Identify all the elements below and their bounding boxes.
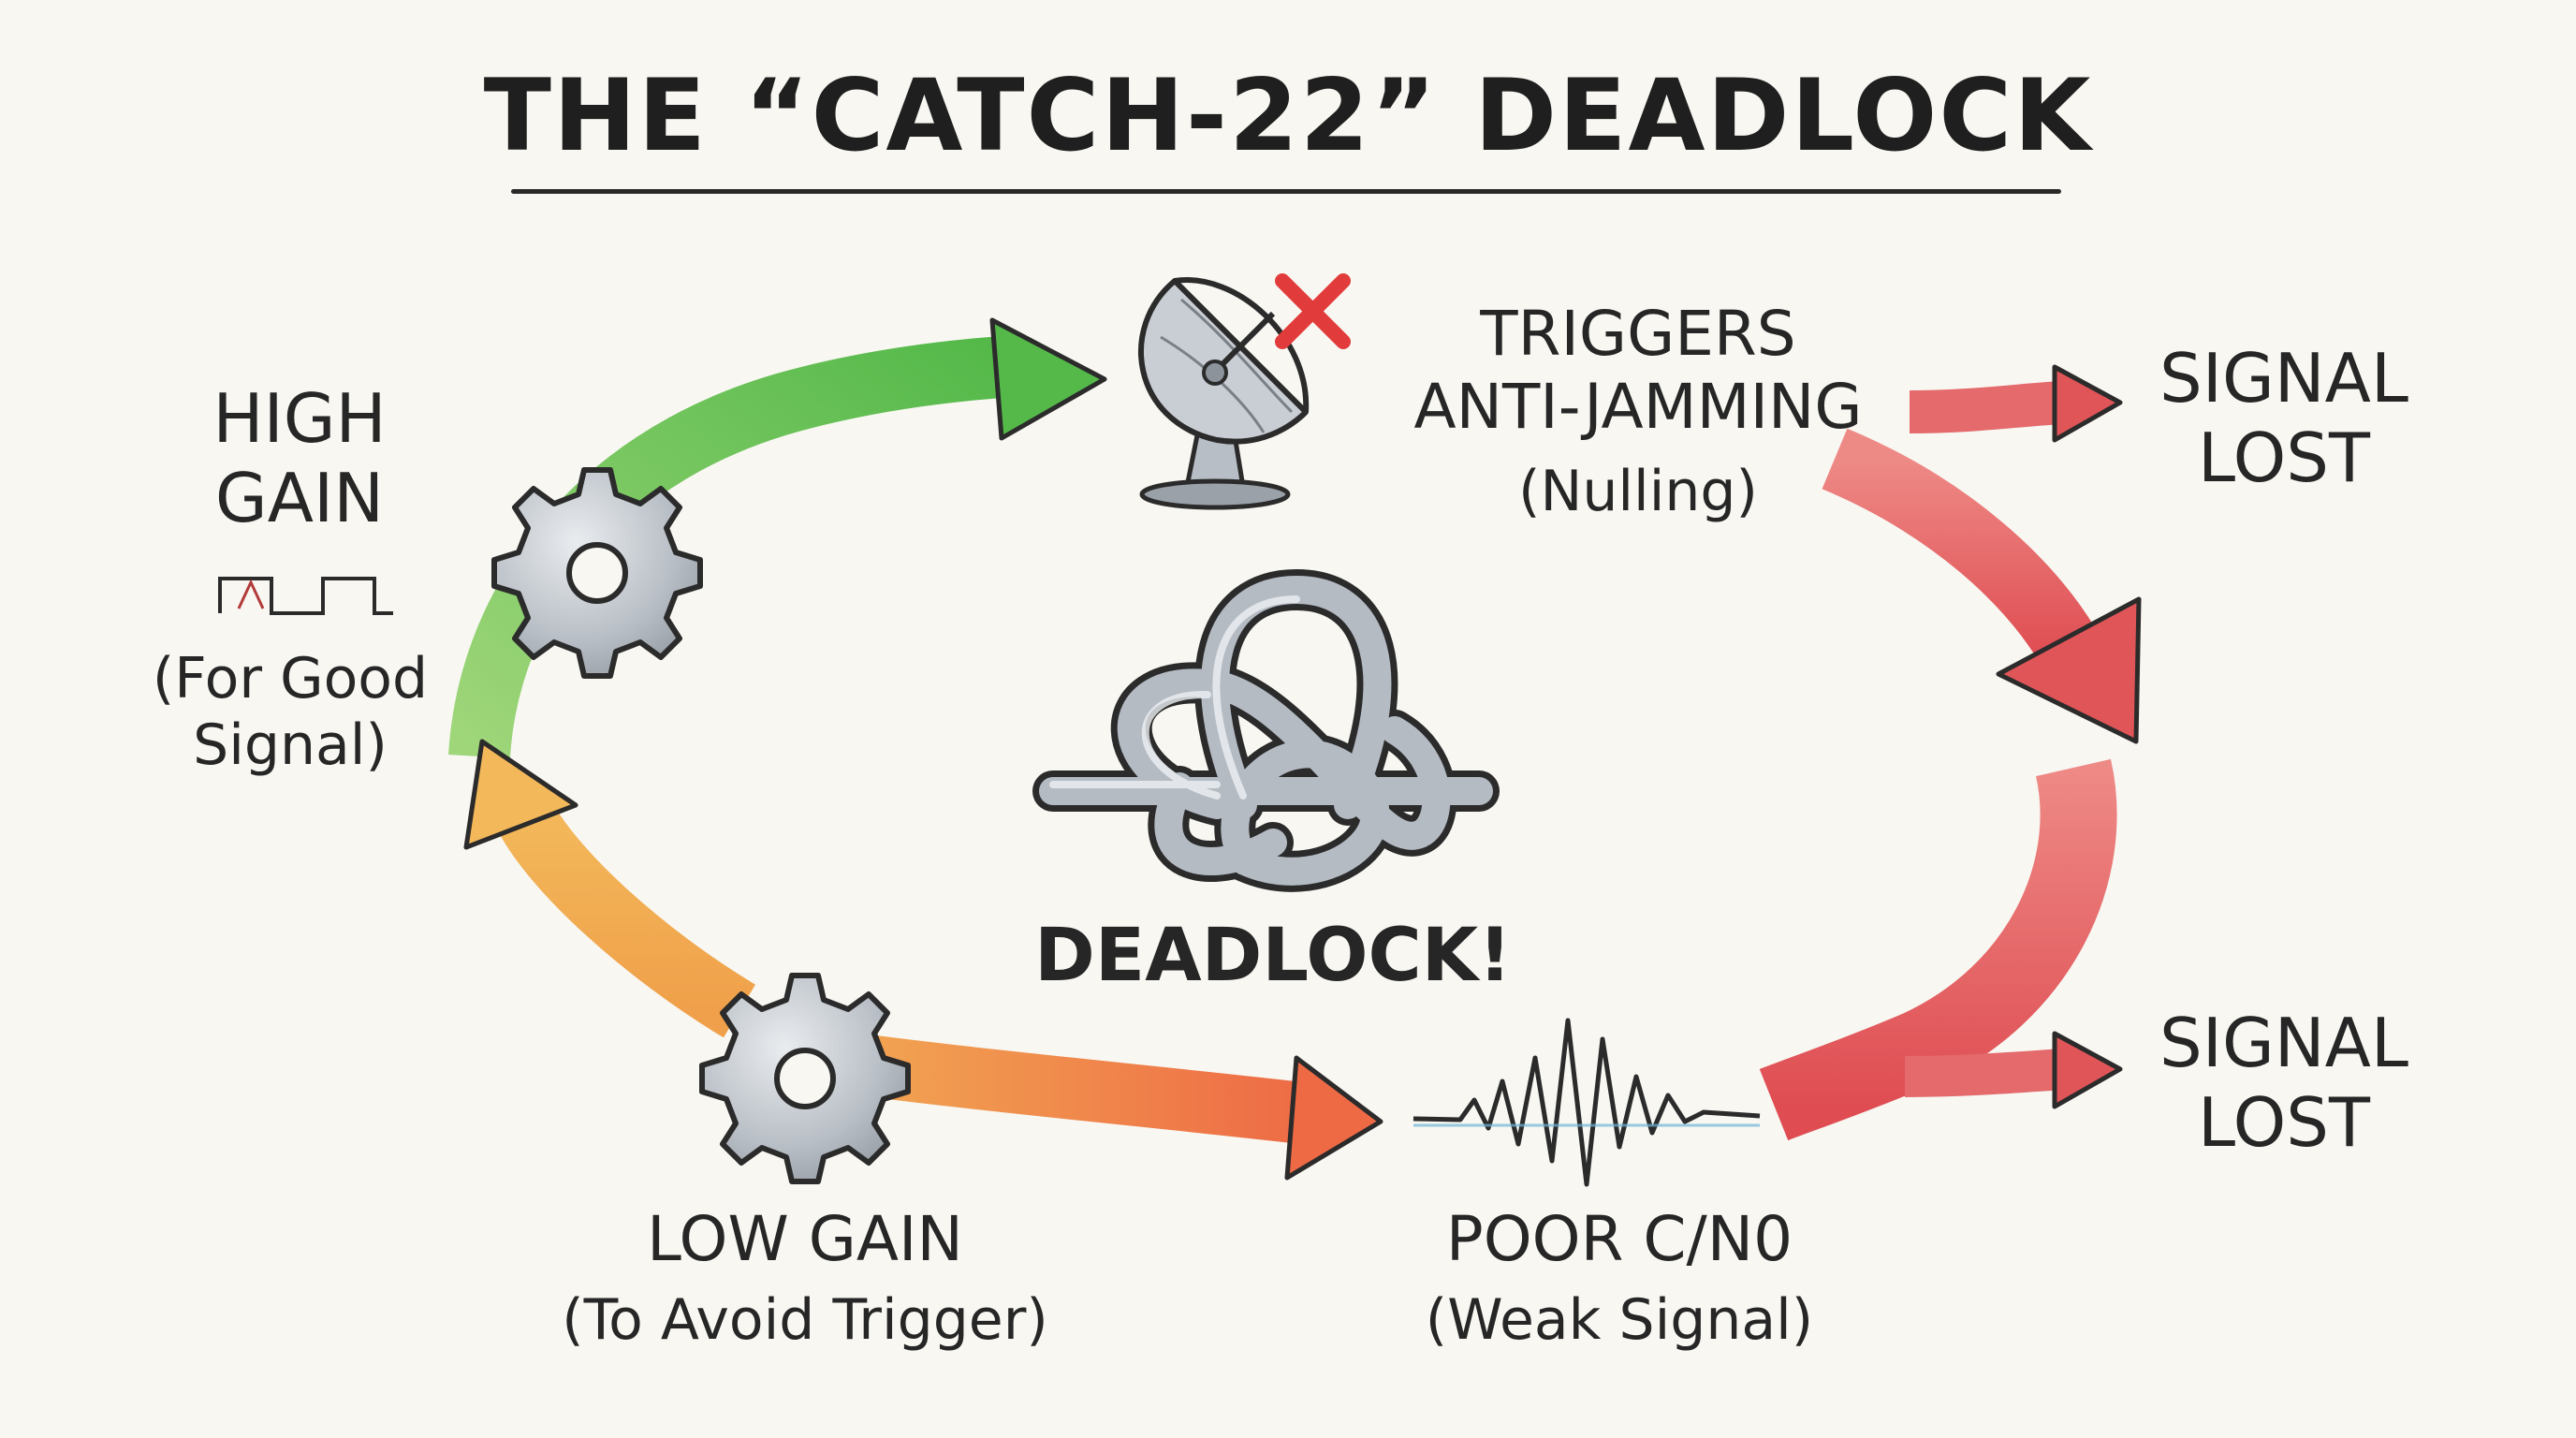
square-wave-icon (218, 577, 393, 615)
arrow-trigger-to-deadlock-loop (1759, 428, 2142, 1141)
tangled-knot-icon (1032, 568, 1500, 892)
triggers-anti-jamming-label: TRIGGERS ANTI-JAMMING (1413, 298, 1863, 443)
high-gain-note: (For Good Signal) (152, 646, 429, 778)
gear-icon (491, 467, 703, 679)
arrow-trigger-to-signal-lost-top (1909, 364, 2123, 443)
signal-lost-top-label: SIGNAL LOST (2159, 339, 2408, 497)
arrow-poor-cn0-to-signal-lost-bottom (1904, 1031, 2123, 1109)
title-underline (511, 189, 2061, 194)
gear-icon (699, 973, 911, 1184)
weak-signal-note: (Weak Signal) (1425, 1287, 1814, 1353)
high-gain-label: HIGH GAIN (212, 379, 387, 537)
waveform-icon (1412, 1018, 1761, 1187)
page-title: THE “CATCH-22” DEADLOCK (483, 58, 2093, 173)
low-gain-label: LOW GAIN (647, 1203, 963, 1275)
poor-cn0-label: POOR C/N0 (1445, 1203, 1793, 1275)
nulling-note: (Nulling) (1518, 459, 1758, 524)
red-x-icon (1275, 273, 1351, 349)
low-gain-note: (To Avoid Trigger) (562, 1287, 1048, 1353)
satellite-dish-icon (1138, 277, 1310, 510)
arrow-low-gain-to-high-gain (463, 739, 756, 1038)
deadlock-center-label: DEADLOCK! (1034, 914, 1512, 998)
arrow-high-gain-to-trigger (448, 317, 1107, 759)
signal-lost-bottom-label: SIGNAL LOST (2159, 1004, 2408, 1162)
